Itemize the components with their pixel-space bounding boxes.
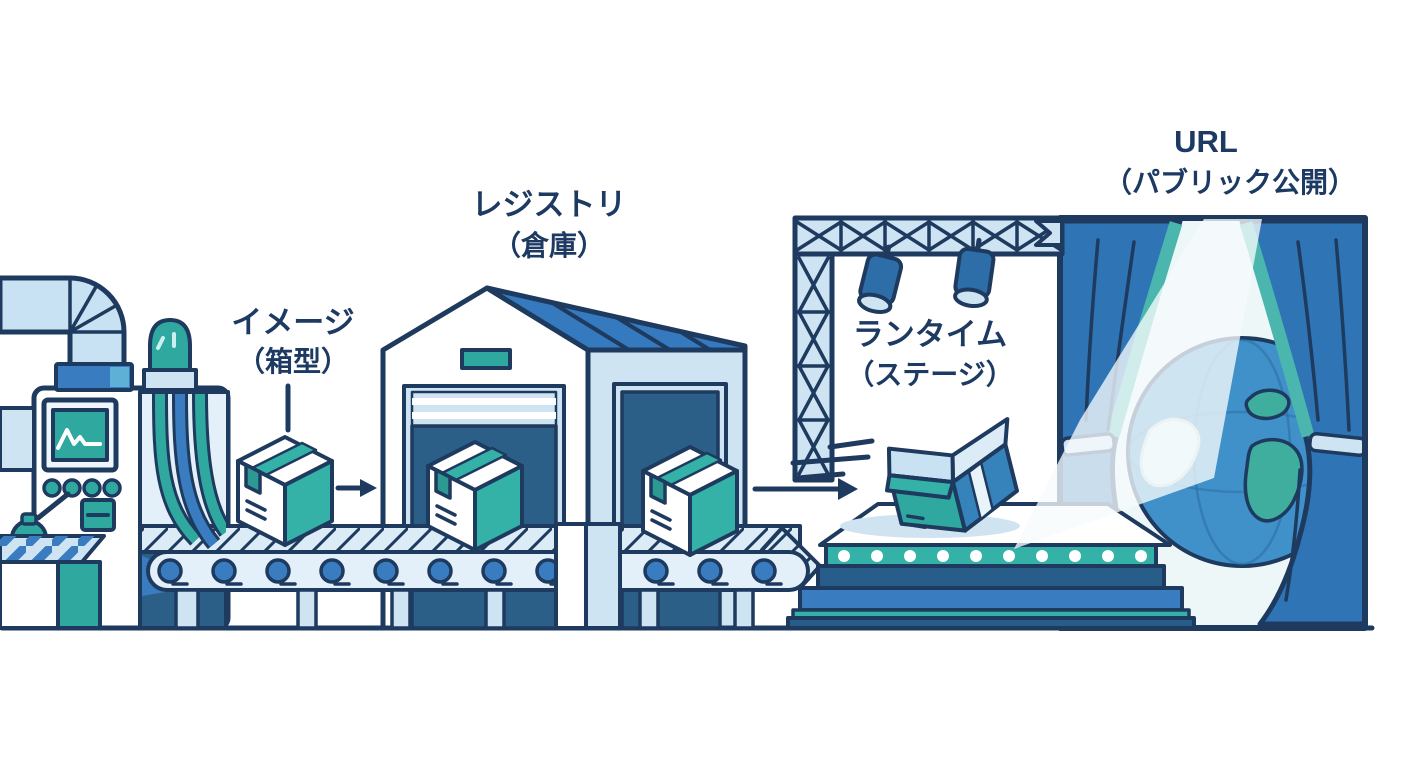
stage-labels: イメージ （箱型） レジストリ （倉庫） ランタイム （ステージ） URL （パ… (231, 124, 1356, 433)
workbench-front (0, 560, 60, 630)
lamp-base (142, 368, 198, 392)
lever-cap (20, 512, 38, 526)
label-image-line1: イメージ (231, 305, 354, 340)
roller-rail (146, 550, 810, 592)
label-registry-line1: レジストリ (472, 187, 627, 222)
package-box-1 (236, 435, 334, 547)
label-runtime-line2: （ステージ） (846, 358, 1013, 390)
arrow-right-1 (335, 479, 377, 497)
workbench-leg-teal (56, 560, 102, 630)
pipe-collar-highlight (110, 367, 129, 387)
stage-platform (786, 502, 1196, 630)
workbench-hatch (0, 536, 104, 562)
motion-lines (790, 438, 875, 481)
warehouse-sign (460, 348, 512, 370)
door-shutter (410, 390, 558, 428)
label-registry-line2: （倉庫） (493, 229, 605, 261)
package-box-2 (426, 440, 524, 552)
side-shelf (0, 406, 36, 472)
intake-pipe (0, 275, 127, 371)
conveyor-legs (174, 588, 755, 630)
spotlight-2 (953, 237, 996, 309)
wall-pier-front (554, 522, 588, 630)
stage-base (786, 616, 1196, 630)
arrow-right-2 (752, 478, 858, 500)
stage-truss (792, 215, 1065, 483)
lever-handle (35, 491, 71, 521)
light-beam (1014, 219, 1262, 549)
spotlight-1 (857, 244, 904, 315)
chute-belts (152, 394, 226, 550)
open-package-box (884, 417, 1019, 533)
screen-waveform (56, 428, 102, 450)
label-url-line2: （パブリック公開） (1104, 166, 1356, 198)
warehouse-roof-panels (549, 300, 712, 352)
label-image-line2: （箱型） (237, 345, 349, 377)
truss-connector-tab (1034, 219, 1064, 247)
signal-lamp (148, 318, 192, 372)
under-belt-side-door (620, 588, 722, 630)
wall-pier-side (584, 522, 622, 630)
lamp-highlight (156, 332, 176, 350)
stage-light-dots (838, 550, 1147, 562)
stage-step-2 (798, 586, 1184, 612)
curtain-frame (1057, 215, 1368, 631)
package-box-3 (641, 445, 739, 557)
curtain-tieback-right (1308, 431, 1368, 458)
globe-continent-africa (1243, 437, 1304, 523)
stage-step-1 (816, 564, 1166, 590)
pipe-elbow-joints (68, 276, 126, 334)
control-knobs (42, 478, 122, 498)
globe-continent-north (1244, 388, 1291, 421)
label-runtime-line1: ランタイム (853, 317, 1007, 352)
right-curtain-folds (1284, 238, 1351, 602)
label-url-line1: URL (1174, 124, 1238, 159)
conveyor-rollers (157, 558, 783, 586)
